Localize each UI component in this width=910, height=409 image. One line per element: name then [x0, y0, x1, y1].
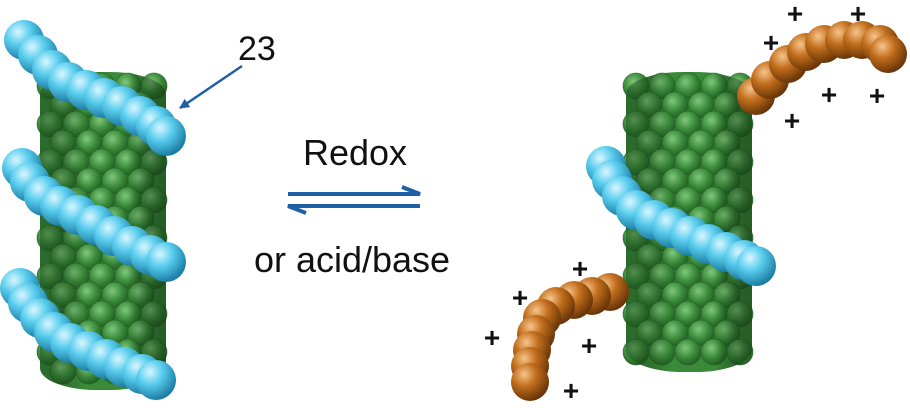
- positive-charge: +: [484, 322, 500, 353]
- polymer-bead: [511, 363, 549, 401]
- positive-charge: +: [850, 0, 866, 29]
- charged-chain-top: [737, 21, 907, 115]
- polymer-bead: [146, 242, 186, 282]
- positive-charge: +: [763, 27, 779, 58]
- stimulus-label-bottom: or acid/base: [254, 239, 450, 280]
- released-nanotube-assembly: [511, 21, 907, 401]
- reverse-arrow: [287, 204, 420, 215]
- polymer-bead: [869, 35, 907, 73]
- equilibrium-arrows: [287, 185, 421, 215]
- charged-chain-bottom: [511, 273, 629, 401]
- polymer-wrap-bottom: [0, 268, 176, 400]
- positive-charge: +: [581, 330, 597, 361]
- forward-arrow: [288, 185, 421, 196]
- compound-number-label: 23: [238, 30, 276, 68]
- polymer-wrap-remaining: [586, 146, 776, 286]
- stimulus-label-top: Redox: [303, 132, 407, 173]
- pointer-arrow: [179, 64, 243, 110]
- polymer-bead: [136, 360, 176, 400]
- charge-markers: +++++++++++: [484, 0, 885, 406]
- positive-charge: +: [512, 282, 528, 313]
- positive-charge: +: [784, 105, 800, 136]
- polymer-wrap-middle: [2, 148, 186, 282]
- polymer-bead: [736, 246, 776, 286]
- positive-charge: +: [563, 375, 579, 406]
- positive-charge: +: [787, 0, 803, 29]
- wrapped-nanotube-assembly: [0, 20, 186, 400]
- positive-charge: +: [869, 80, 885, 111]
- polymer-wrap-top: [4, 20, 186, 156]
- positive-charge: +: [821, 79, 837, 110]
- positive-charge: +: [572, 253, 588, 284]
- polymer-bead: [146, 116, 186, 156]
